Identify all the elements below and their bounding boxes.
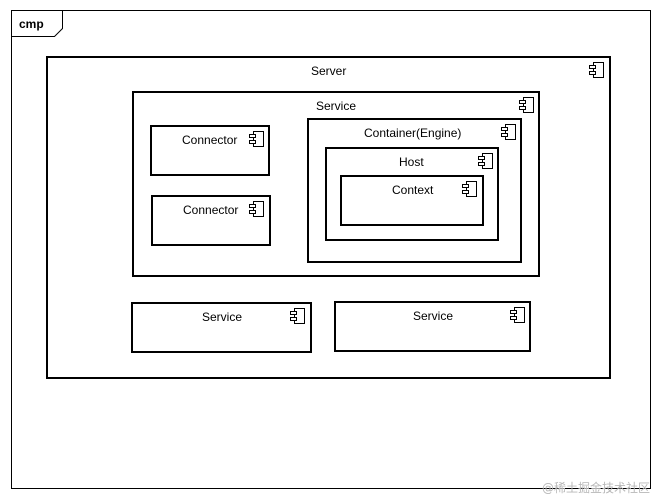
- connector-component-2[interactable]: [151, 195, 271, 246]
- connector-component-1[interactable]: [150, 125, 270, 176]
- frame-label: cmp: [19, 17, 44, 31]
- watermark-text: @稀土掘金技术社区: [541, 481, 650, 495]
- connector-1-label: Connector: [182, 133, 238, 147]
- context-label: Context: [392, 183, 434, 197]
- service-component-2[interactable]: [131, 302, 312, 353]
- service-2-label: Service: [202, 310, 243, 324]
- context-component[interactable]: [340, 175, 484, 226]
- component-icon: [501, 124, 516, 140]
- service-component-3[interactable]: [334, 301, 531, 352]
- component-icon: [519, 97, 534, 113]
- container-label: Container(Engine): [364, 126, 462, 140]
- frame-tab: cmp: [11, 10, 63, 37]
- component-icon: [249, 201, 264, 217]
- component-icon: [589, 62, 604, 78]
- connector-2-label: Connector: [183, 203, 239, 217]
- server-label: Server: [311, 64, 347, 78]
- component-icon: [510, 307, 525, 323]
- host-label: Host: [399, 155, 424, 169]
- component-icon: [249, 131, 264, 147]
- service-main-label: Service: [316, 99, 357, 113]
- component-icon: [462, 181, 477, 197]
- service-3-label: Service: [413, 309, 454, 323]
- component-icon: [290, 308, 305, 324]
- component-icon: [478, 153, 493, 169]
